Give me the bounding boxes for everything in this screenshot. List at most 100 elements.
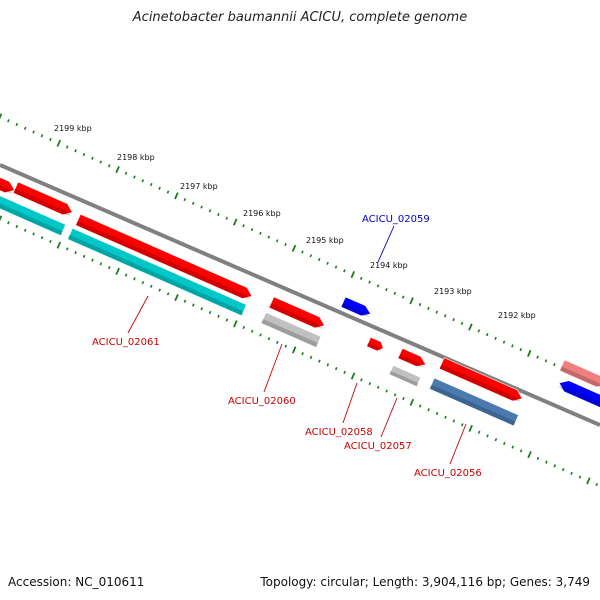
outer-ruler-tick	[107, 164, 111, 168]
inner-ruler-tick	[494, 438, 498, 442]
inner-ruler-tick	[124, 273, 128, 277]
kbp-label: 2193 kbp	[434, 287, 472, 296]
kbp-label: 2199 kbp	[54, 124, 92, 133]
gene-label-acicu-02061[interactable]: ACICU_02061	[92, 337, 160, 348]
outer-ruler-tick	[368, 280, 371, 284]
inner-ruler-tick	[444, 415, 447, 419]
kbp-label: 2197 kbp	[180, 182, 218, 191]
outer-ruler-tick	[32, 130, 35, 134]
outer-ruler-tick	[158, 186, 161, 190]
gene-acicu-02058-shade	[366, 342, 383, 351]
genome-summary-text: Topology: circular; Length: 3,904,116 bp…	[260, 575, 590, 589]
inner-ruler-tick	[301, 352, 304, 356]
genome-backbone	[0, 163, 600, 427]
inner-ruler-tick	[409, 398, 415, 406]
gene-acicu-02060-shade	[261, 319, 318, 348]
outer-ruler-tick	[301, 250, 304, 254]
outer-ruler-tick	[267, 235, 271, 239]
outer-ruler-tick	[15, 122, 19, 127]
gene-reverse-02061	[67, 227, 247, 317]
gene-acicu-02060-upper-shade	[269, 303, 324, 329]
inner-ruler-tick	[393, 393, 397, 397]
outer-ruler-tick	[56, 139, 62, 147]
inner-ruler-tick	[402, 396, 405, 401]
gene-reverse-left-1-shade	[0, 203, 63, 236]
gene-label-acicu-02058[interactable]: ACICU_02058	[305, 427, 373, 438]
leader-acicu-02056	[449, 423, 467, 465]
outer-ruler-tick	[65, 145, 69, 149]
outer-ruler-tick	[74, 149, 77, 153]
outer-ruler-tick	[418, 302, 422, 307]
outer-ruler-tick	[242, 224, 245, 228]
inner-ruler-tick	[334, 367, 338, 371]
leader-acicu-02061	[127, 295, 149, 334]
outer-ruler-tick	[485, 333, 489, 337]
outer-ruler-tick	[217, 212, 220, 217]
outer-ruler-tick	[225, 216, 229, 220]
inner-ruler-tick	[427, 408, 430, 412]
outer-ruler-tick	[174, 192, 179, 200]
inner-ruler-tick	[49, 239, 52, 244]
gene-forward-right-pink-shade	[559, 366, 600, 387]
gene-label-acicu-02056[interactable]: ACICU_02056	[414, 468, 482, 479]
outer-ruler-tick	[452, 318, 455, 322]
outer-ruler-tick	[133, 175, 136, 179]
outer-ruler-tick	[40, 134, 44, 138]
outer-ruler-tick	[393, 291, 397, 295]
gene-acicu-02057-upper	[397, 347, 427, 367]
inner-ruler-tick	[115, 267, 120, 275]
kbp-label: 2196 kbp	[243, 209, 281, 218]
backbone-line	[0, 163, 600, 427]
gene-label-acicu-02060[interactable]: ACICU_02060	[228, 396, 296, 407]
gene-label-acicu-02057[interactable]: ACICU_02057	[344, 441, 412, 452]
leader-acicu-02057	[380, 397, 398, 438]
outer-ruler-tick	[553, 363, 556, 367]
outer-ruler-tick	[0, 113, 3, 120]
inner-ruler-tick	[511, 445, 515, 449]
outer-ruler-tick	[350, 271, 356, 279]
inner-ruler-tick	[217, 314, 220, 318]
inner-ruler-tick	[284, 344, 288, 348]
inner-ruler-tick	[133, 277, 136, 281]
inner-ruler-tick	[570, 471, 573, 475]
gene-acicu-02058	[366, 336, 384, 352]
inner-ruler-tick	[368, 381, 372, 386]
inner-ruler-tick	[595, 482, 599, 487]
gene-acicu-02057-shade	[389, 370, 419, 387]
inner-ruler-tick	[56, 241, 62, 249]
inner-ruler-tick	[174, 293, 179, 302]
inner-ruler-tick	[208, 310, 212, 315]
outer-ruler-tick	[511, 344, 514, 348]
inner-ruler-tick	[536, 456, 540, 460]
inner-ruler-tick	[166, 292, 170, 296]
inner-ruler-tick	[65, 247, 69, 251]
outer-ruler-tick	[409, 297, 414, 305]
inner-ruler-tick	[360, 378, 363, 382]
inner-ruler-tick	[91, 258, 94, 262]
gene-forward-02061-region	[75, 213, 253, 299]
gene-forward-left-2-shade	[13, 188, 72, 216]
outer-ruler-tick	[124, 171, 128, 175]
inner-ruler-tick	[477, 430, 481, 434]
inner-ruler-tick	[586, 477, 591, 485]
kbp-labels: 2199 kbp 2198 kbp 2197 kbp 2196 kbp 2195…	[54, 124, 536, 320]
outer-ruler-tick	[317, 257, 321, 262]
inner-ruler-tick	[225, 318, 229, 322]
outer-ruler-tick	[99, 160, 103, 164]
map-title: Acinetobacter baumannii ACICU, complete …	[132, 10, 468, 25]
inner-ruler-tick	[107, 266, 111, 270]
outer-ruler-tick	[149, 182, 153, 187]
inner-ruler-tick	[519, 449, 523, 453]
gene-acicu-02056-shade	[429, 384, 516, 426]
inner-ruler-tick	[82, 254, 86, 259]
outer-ruler-tick	[334, 265, 338, 269]
outer-ruler-tick	[401, 295, 405, 299]
inner-ruler-tick	[486, 434, 489, 438]
inner-ruler-tick	[309, 355, 313, 359]
gene-track	[0, 177, 600, 427]
gene-reverse-02061-shade	[67, 234, 244, 316]
inner-ruler-tick	[561, 468, 565, 472]
gene-label-acicu-02059[interactable]: ACICU_02059	[362, 214, 430, 225]
outer-ruler-tick	[23, 126, 27, 130]
inner-ruler-tick	[326, 363, 330, 367]
